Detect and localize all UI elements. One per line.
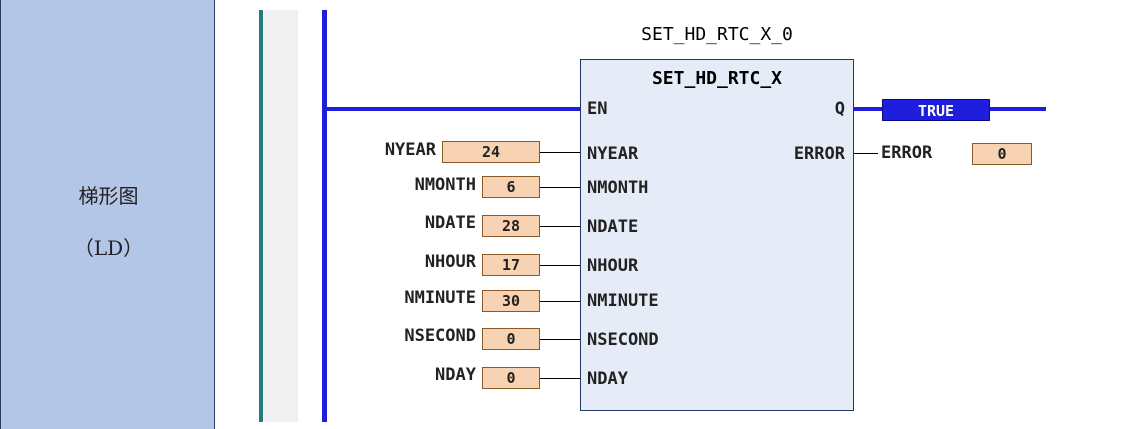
input-var-value-nminute[interactable]: 30 [482,290,540,312]
block-type-name: SET_HD_RTC_X [651,68,783,89]
language-label: 梯形图 [78,184,139,208]
error-var-name[interactable]: ERROR [881,143,933,163]
pin-nmonth: NMONTH [587,178,649,198]
network-marker-bar [259,10,263,422]
input-var-name-nyear[interactable]: NYEAR [384,140,436,160]
pin-nsecond: NSECOND [587,330,659,350]
input-var-name-nsecond[interactable]: NSECOND [404,326,476,346]
function-block[interactable]: SET_HD_RTC_X EN NYEAR NMONTH NDATE NHOUR… [580,59,854,411]
input-var-value-nmonth[interactable]: 6 [482,176,540,198]
input-var-value-nsecond[interactable]: 0 [482,328,540,350]
pin-en: EN [587,99,608,119]
input-wire-nsecond [540,339,580,340]
language-label-cell: 梯形图 （LD） [0,0,215,429]
error-output-wire [854,153,878,154]
input-var-value-nhour[interactable]: 17 [482,254,540,276]
block-instance-name[interactable]: SET_HD_RTC_X_0 [641,24,793,45]
input-var-name-nday[interactable]: NDAY [435,365,476,385]
input-wire-ndate [540,226,580,227]
input-var-value-nyear[interactable]: 24 [442,141,540,163]
pin-nday: NDAY [587,369,628,389]
pin-ndate: NDATE [587,217,639,237]
input-wire-nminute [540,301,580,302]
en-power-wire [327,107,580,111]
input-var-value-ndate[interactable]: 28 [482,215,540,237]
input-var-value-nday[interactable]: 0 [482,367,540,389]
pin-nminute: NMINUTE [587,291,659,311]
input-var-name-nmonth[interactable]: NMONTH [414,175,476,195]
pin-nhour: NHOUR [587,256,639,276]
q-output-value[interactable]: TRUE [882,99,990,121]
input-wire-nyear [540,152,580,153]
input-var-name-nminute[interactable]: NMINUTE [404,288,476,308]
language-abbrev: （LD） [73,236,144,260]
input-wire-nday [540,378,580,379]
input-var-name-ndate[interactable]: NDATE [424,213,476,233]
left-power-rail [322,10,327,422]
network-gutter [264,10,298,422]
input-wire-nhour [540,265,580,266]
q-output-wire-end [990,107,1046,111]
pin-nyear: NYEAR [587,144,639,164]
input-var-name-nhour[interactable]: NHOUR [424,252,476,272]
error-var-value[interactable]: 0 [972,143,1032,165]
pin-q: Q [834,99,845,119]
q-output-wire [854,107,882,111]
pin-error: ERROR [793,144,845,164]
ladder-diagram: SET_HD_RTC_X_0 SET_HD_RTC_X EN NYEAR NMO… [216,0,1126,429]
input-wire-nmonth [540,187,580,188]
